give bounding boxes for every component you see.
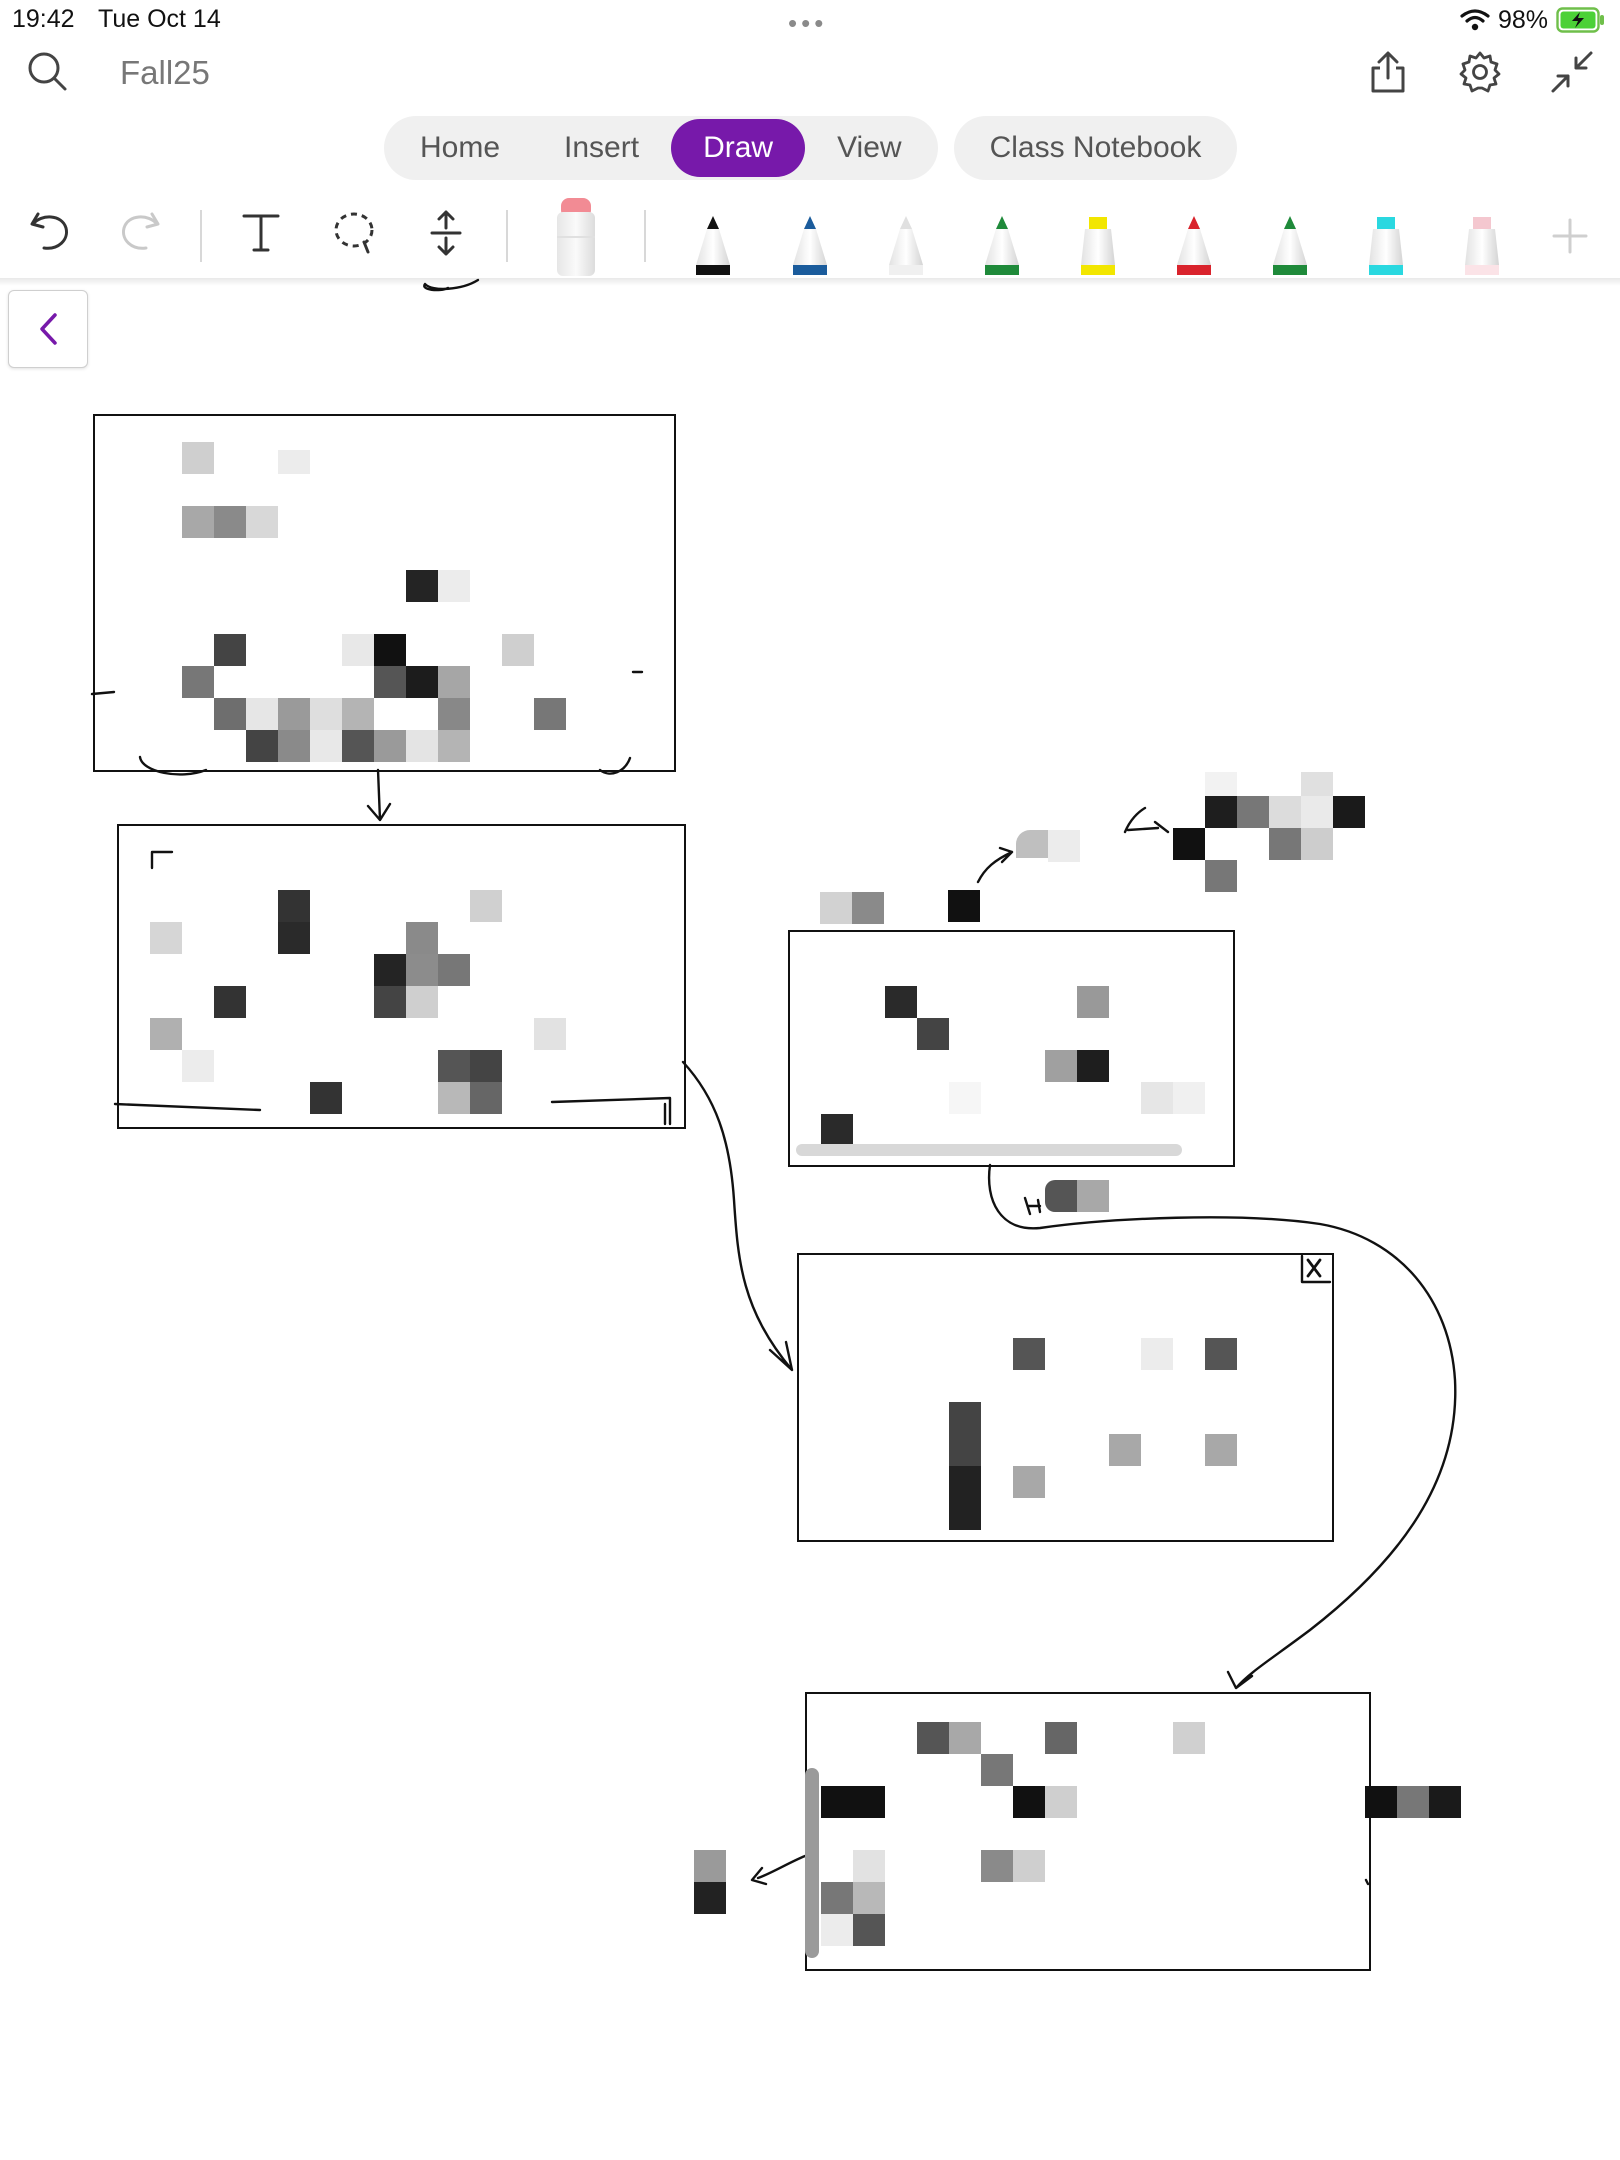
highlighter-pink[interactable]: [1459, 215, 1505, 275]
battery-charging-icon: [1556, 7, 1604, 33]
pen-black[interactable]: [690, 215, 736, 275]
back-button[interactable]: [8, 290, 88, 368]
sketch-box-1: [93, 414, 676, 772]
battery-percent: 98%: [1497, 5, 1548, 34]
multitasking-dots-icon[interactable]: •••: [788, 8, 828, 38]
toolbar-divider: [200, 210, 202, 262]
settings-icon[interactable]: [1454, 46, 1506, 98]
status-indicators: 98%: [1460, 4, 1606, 36]
pen-blue[interactable]: [787, 215, 833, 275]
sketch-box-2: [117, 824, 686, 1129]
chevron-left-icon: [40, 313, 57, 345]
status-time: 19:42: [12, 5, 75, 33]
tab-draw[interactable]: Draw: [671, 119, 806, 177]
class-notebook-group: Class Notebook: [953, 116, 1238, 180]
eraser-icon[interactable]: [554, 196, 598, 281]
notebook-name[interactable]: Fall25: [120, 54, 210, 91]
insert-space-icon[interactable]: [422, 208, 470, 263]
highlighter-cyan[interactable]: [1363, 215, 1409, 275]
redo-icon[interactable]: [116, 208, 164, 261]
draw-toolbar: [0, 190, 1620, 280]
collapse-icon[interactable]: [1546, 46, 1598, 98]
tab-home[interactable]: Home: [420, 131, 501, 164]
pen-green[interactable]: [979, 215, 1025, 275]
add-pen-icon[interactable]: [1550, 216, 1590, 261]
wifi-icon: [1460, 9, 1490, 31]
toolbar-divider: [506, 210, 508, 262]
toolbar-divider: [644, 210, 646, 262]
tab-insert[interactable]: Insert: [564, 131, 640, 164]
pen-red[interactable]: [1171, 215, 1217, 275]
pen-white[interactable]: [883, 215, 929, 275]
toolbar-shadow: [0, 278, 1620, 286]
share-icon[interactable]: [1362, 46, 1414, 98]
sketch-box-3: [788, 930, 1235, 1167]
status-bar: 19:42 Tue Oct 14 ••• 98%: [0, 0, 1620, 40]
main-tab-group: Home Insert Draw View: [384, 116, 938, 180]
pen-green-2[interactable]: [1267, 215, 1313, 275]
tab-class-notebook[interactable]: Class Notebook: [989, 131, 1202, 164]
sketch-box-4: [797, 1253, 1334, 1542]
undo-icon[interactable]: [26, 208, 74, 261]
search-icon[interactable]: [22, 46, 72, 96]
ribbon-tabs: Home Insert Draw View Class Notebook: [384, 116, 1238, 180]
highlighter-yellow[interactable]: [1075, 215, 1121, 275]
tab-view[interactable]: View: [837, 131, 902, 164]
app-top-bar: Fall25: [0, 40, 1620, 106]
lasso-icon[interactable]: [330, 208, 378, 261]
status-date: Tue Oct 14: [98, 5, 221, 33]
text-icon[interactable]: [238, 208, 284, 261]
